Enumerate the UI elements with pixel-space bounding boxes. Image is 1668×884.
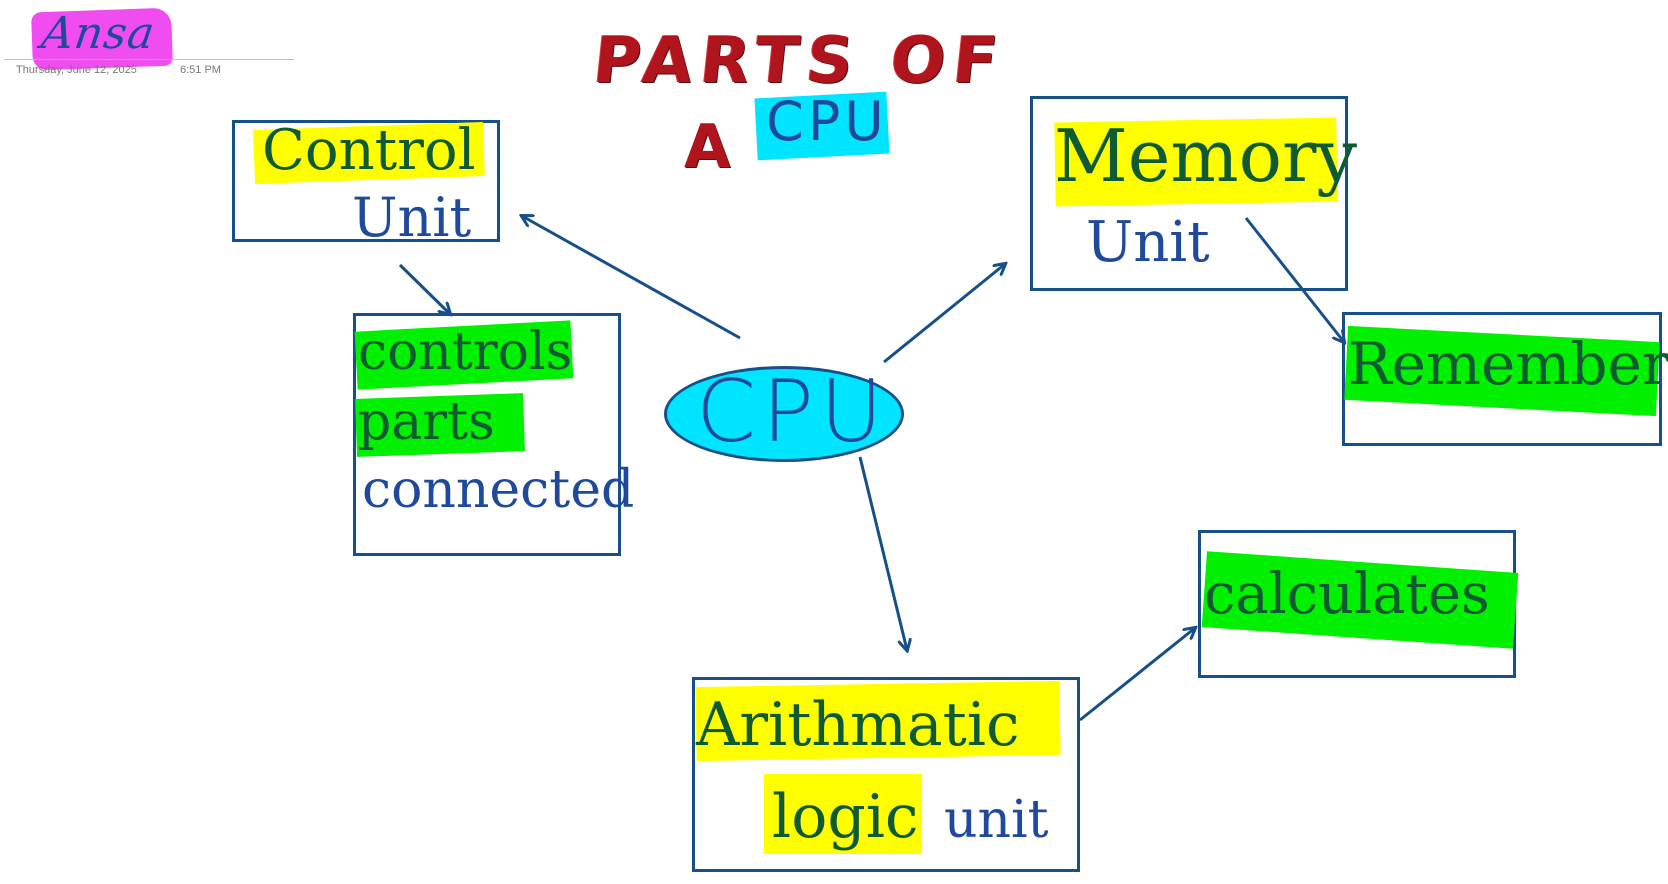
page-header: Ansa Thursday, June 12, 2025 6:51 PM bbox=[0, 0, 300, 90]
title-rule bbox=[4, 59, 294, 60]
control-unit-label-line1: Control bbox=[262, 118, 476, 183]
controls-label-line2: parts bbox=[358, 392, 495, 452]
remembers-box bbox=[1342, 312, 1662, 446]
controls-label-line3: connected bbox=[362, 460, 635, 520]
cpu-ellipse bbox=[664, 366, 904, 462]
control-unit-label-line2: Unit bbox=[352, 186, 472, 249]
controls-label-line1: controls bbox=[358, 322, 573, 382]
alu-label-line2-unit: unit bbox=[944, 790, 1049, 850]
alu-box bbox=[692, 677, 1080, 872]
page-time: 6:51 PM bbox=[180, 64, 221, 76]
cpu-label: CPU bbox=[696, 362, 889, 462]
memory-unit-label-line1: Memory bbox=[1054, 114, 1358, 198]
alu-highlight-line2 bbox=[764, 774, 922, 854]
diagram-title-line2: A bbox=[684, 112, 731, 182]
control-unit-box bbox=[232, 120, 500, 242]
memory-unit-box bbox=[1030, 96, 1348, 291]
arrow-cpu-to-control-unit bbox=[522, 216, 741, 340]
memory-unit-label-line2: Unit bbox=[1086, 210, 1210, 275]
remembers-label: Remembers bbox=[1348, 330, 1668, 398]
arrow-cpu-to-memory-unit bbox=[883, 264, 1005, 364]
arrow-control-unit-to-controls bbox=[398, 263, 450, 314]
alu-label-line2-logic: logic bbox=[772, 782, 919, 852]
alu-label-line1: Arithmatic bbox=[696, 690, 1020, 760]
page-date: Thursday, June 12, 2025 bbox=[16, 64, 137, 76]
arrow-alu-to-calculates bbox=[1079, 628, 1195, 722]
controls-box bbox=[353, 313, 621, 556]
calculates-label: calculates bbox=[1204, 562, 1490, 627]
arrow-memory-unit-to-remembers bbox=[1244, 217, 1344, 342]
diagram-title-cpu-word: CPU bbox=[766, 90, 888, 153]
arrow-cpu-to-alu bbox=[858, 456, 907, 650]
